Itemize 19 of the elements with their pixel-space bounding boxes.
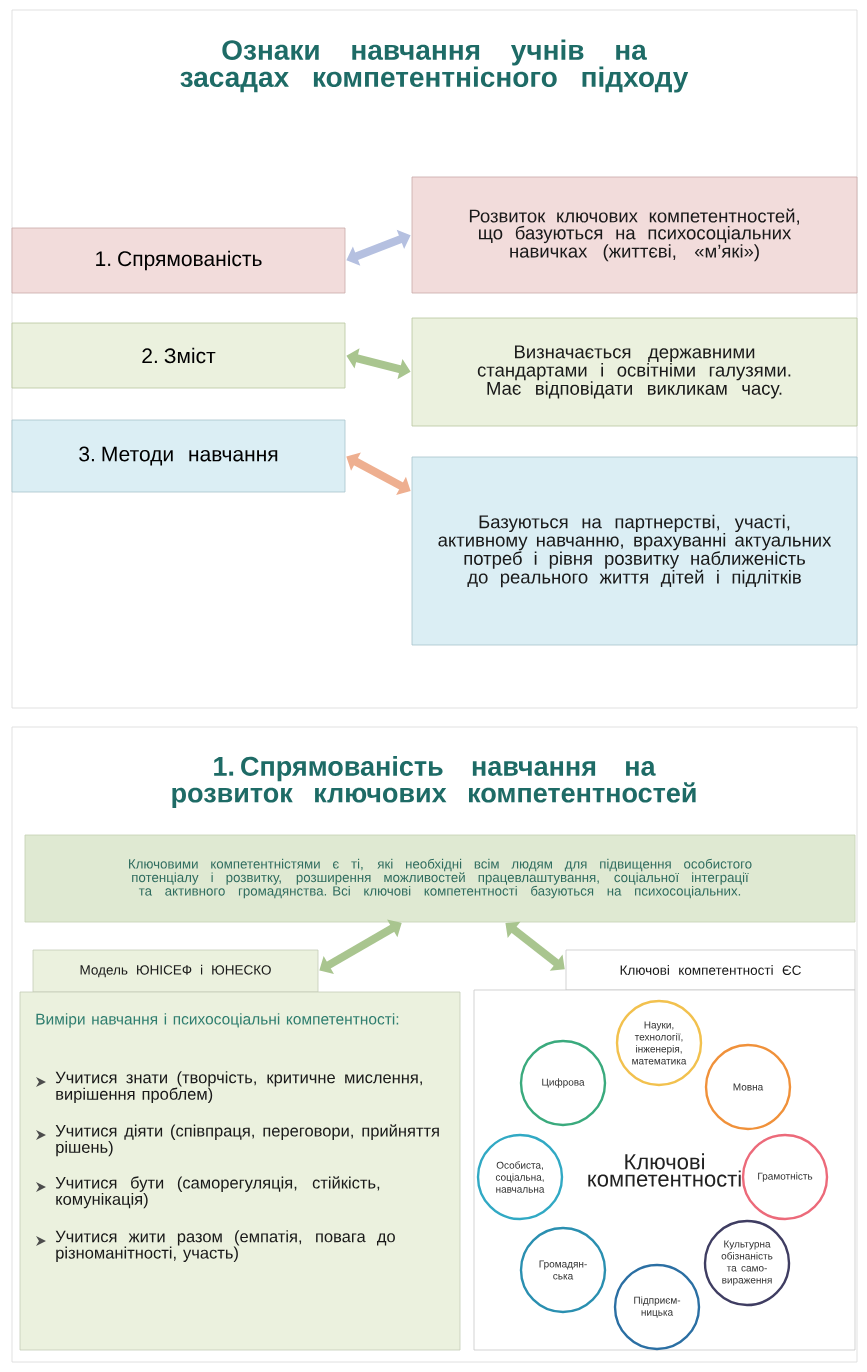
feature-box: 1. Спрямованість xyxy=(11,227,346,294)
feature-box: 3. Методи навчання xyxy=(11,419,346,493)
tab-label: Ключові компетентності ЄС xyxy=(565,949,856,991)
tab-label: Модель ЮНІСЕФ і ЮНЕСКО xyxy=(32,949,319,993)
list-heading: Виміри навчання і психосоціальні компетентності: xyxy=(36,1013,399,1028)
slide-title: Ознаки навчання учнів на засадах компетентнісного підходу xyxy=(180,39,689,93)
feature-box: 2. Зміст xyxy=(11,322,346,389)
double-arrow xyxy=(505,921,565,971)
description-box: Базуються на партнерстві, участі, активному навчанню, врахуванні актуальних потреб і рівня розвитку наближеність до реального життя дітей і підлітків xyxy=(411,456,858,646)
list-item: Учитися бути (саморегуляція, стійкість, комунікація) xyxy=(55,1176,380,1209)
slide-title: 1. Спрямованість навчання на розвиток ключових компетентностей xyxy=(172,756,696,808)
description-box: Визначається державними стандартами і освітніми галузями. Має відповідати викликам часу. xyxy=(411,317,858,427)
description-box: Розвиток ключових компетентностей, що базуються на психосоціальних навичках (життєві, «м’які») xyxy=(411,176,858,294)
definition-box: Ключовими компетентністями є ті, які необхідні всім людям для підвищення особистого потенціалу і розвитку, розширення можливостей працевлаштування, соціальної інтеграції та активного громадянства. Всі ключові компетентності базуються на психосоціальних. xyxy=(24,834,856,923)
list-item: Учитися знати (творчість, критичне мислення, вирішення проблем) xyxy=(55,1071,422,1104)
double-arrow xyxy=(346,229,411,266)
list-item: Учитися діяти (співпраця, переговори, прийняття рішень) xyxy=(55,1124,439,1157)
list-item: Учитися жити разом (емпатія, повага до різноманітності, участь) xyxy=(55,1230,395,1262)
double-arrow xyxy=(319,919,402,974)
